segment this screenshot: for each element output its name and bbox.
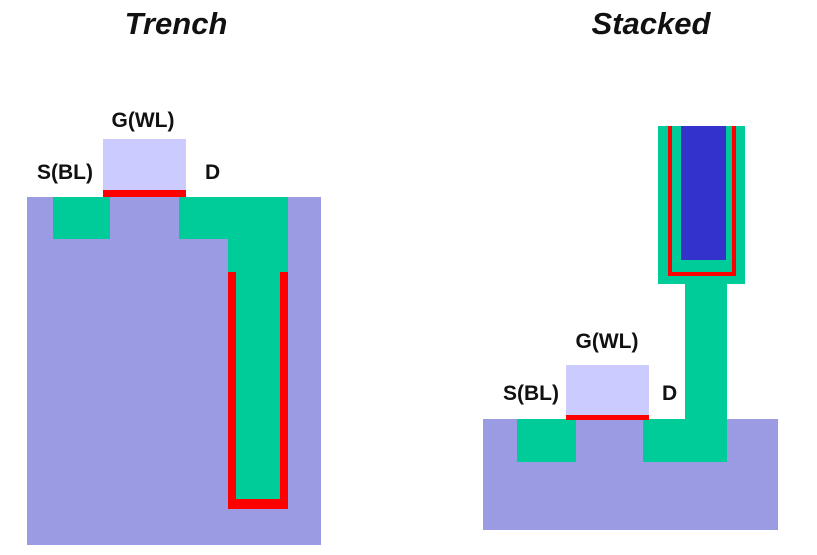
trench-panel: Trench G(WL) S(BL) D <box>27 6 321 545</box>
trench-drain-label: D <box>205 161 220 184</box>
trench-gate <box>103 139 186 190</box>
stacked-drain-diffusion <box>643 419 727 462</box>
trench-source-diffusion <box>53 197 110 239</box>
trench-gate-oxide <box>103 190 186 197</box>
stacked-panel: Stacked G(WL) S(BL) D <box>483 6 778 530</box>
trench-capacitor-top <box>228 197 288 272</box>
trench-source-label: S(BL) <box>37 161 93 184</box>
stacked-gate-oxide <box>566 415 649 420</box>
stacked-source-label: S(BL) <box>503 382 559 405</box>
stacked-drain-label: D <box>662 382 677 405</box>
stacked-gate <box>566 365 649 415</box>
stacked-source-diffusion <box>517 419 576 462</box>
stacked-contact-plug <box>685 278 727 423</box>
stacked-capacitor-plate <box>681 126 726 260</box>
trench-title: Trench <box>125 6 228 41</box>
stacked-title: Stacked <box>592 6 712 41</box>
stacked-gate-label: G(WL) <box>576 330 639 353</box>
trench-gate-label: G(WL) <box>112 109 175 132</box>
